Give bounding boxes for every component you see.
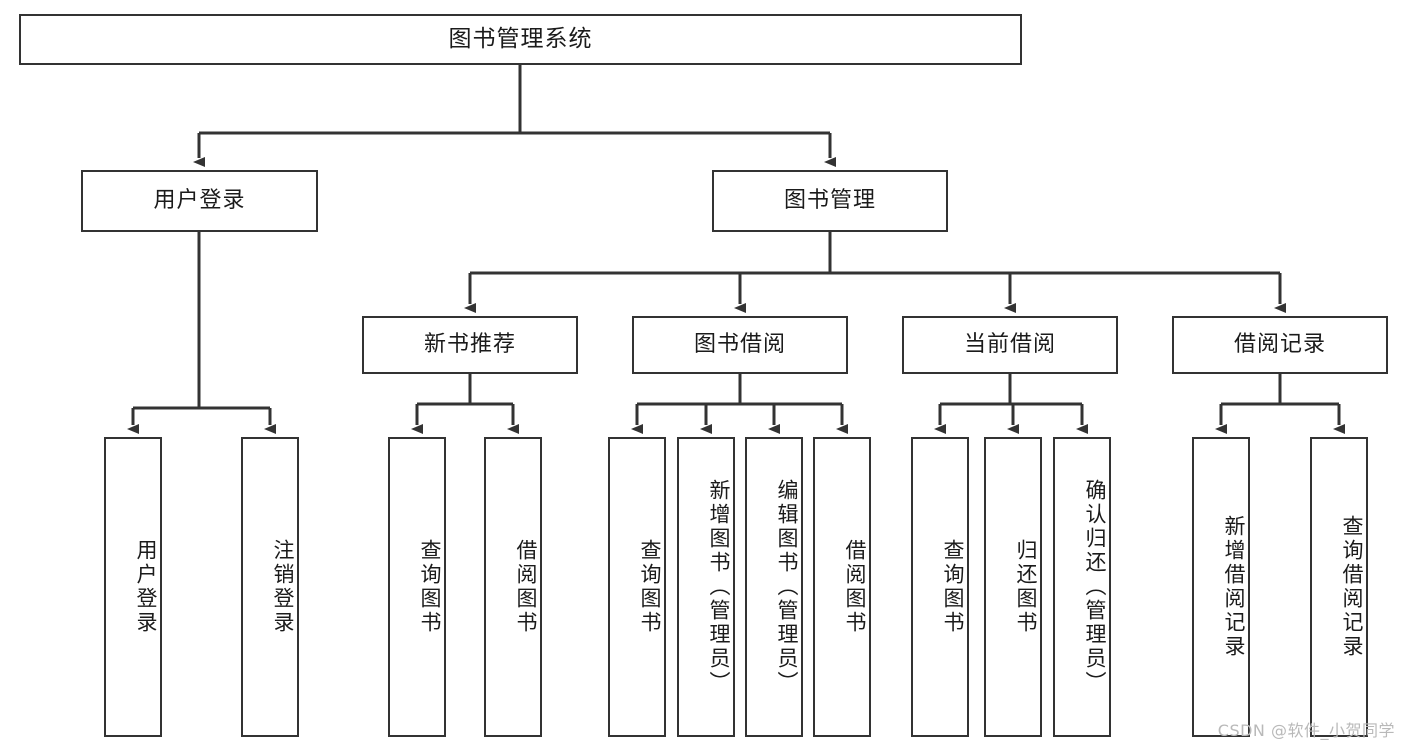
watermark: CSDN @软件_小贺同学 — [1217, 721, 1395, 740]
node-user-login[interactable]: 用户登录 — [81, 170, 318, 232]
node-label: 用户登录 — [153, 187, 246, 213]
node-leaf-confirm-return[interactable]: 确认归还（管理员） — [1053, 437, 1111, 737]
node-label: 编辑图书（管理员） — [775, 479, 799, 695]
node-label: 图书借阅 — [693, 331, 786, 357]
node-leaf-return-book[interactable]: 归还图书 — [984, 437, 1042, 737]
node-label: 图书管理 — [783, 187, 876, 213]
node-leaf-edit-book[interactable]: 编辑图书（管理员） — [745, 437, 803, 737]
node-label: 确认归还（管理员） — [1083, 479, 1107, 695]
node-label: 查询图书 — [638, 539, 662, 635]
node-current-borrow[interactable]: 当前借阅 — [902, 316, 1118, 374]
node-leaf-user-login[interactable]: 用户登录 — [104, 437, 162, 737]
node-label: 注销登录 — [271, 539, 295, 635]
node-label: 图书管理系统 — [448, 25, 593, 52]
node-label: 借阅图书 — [843, 539, 867, 635]
node-label: 用户登录 — [134, 539, 158, 635]
node-label: 新增图书（管理员） — [707, 479, 731, 695]
node-leaf-query-record[interactable]: 查询借阅记录 — [1310, 437, 1368, 737]
node-book-manage[interactable]: 图书管理 — [712, 170, 948, 232]
node-root[interactable]: 图书管理系统 — [19, 14, 1022, 65]
node-label: 查询图书 — [418, 539, 442, 635]
node-leaf-borrow-book-1[interactable]: 借阅图书 — [484, 437, 542, 737]
node-leaf-query-book-2[interactable]: 查询图书 — [608, 437, 666, 737]
node-leaf-user-logout[interactable]: 注销登录 — [241, 437, 299, 737]
node-label: 新增借阅记录 — [1222, 515, 1246, 659]
node-leaf-borrow-book-2[interactable]: 借阅图书 — [813, 437, 871, 737]
node-borrow-record[interactable]: 借阅记录 — [1172, 316, 1388, 374]
node-label: 借阅记录 — [1233, 331, 1326, 357]
node-leaf-add-book[interactable]: 新增图书（管理员） — [677, 437, 735, 737]
node-label: 归还图书 — [1014, 539, 1038, 635]
node-leaf-query-book-1[interactable]: 查询图书 — [388, 437, 446, 737]
node-leaf-query-book-3[interactable]: 查询图书 — [911, 437, 969, 737]
node-label: 当前借阅 — [963, 331, 1056, 357]
node-book-borrow[interactable]: 图书借阅 — [632, 316, 848, 374]
node-label: 查询借阅记录 — [1340, 515, 1364, 659]
node-label: 新书推荐 — [423, 331, 516, 357]
node-leaf-add-record[interactable]: 新增借阅记录 — [1192, 437, 1250, 737]
node-label: 查询图书 — [941, 539, 965, 635]
node-new-book-rec[interactable]: 新书推荐 — [362, 316, 578, 374]
node-label: 借阅图书 — [514, 539, 538, 635]
